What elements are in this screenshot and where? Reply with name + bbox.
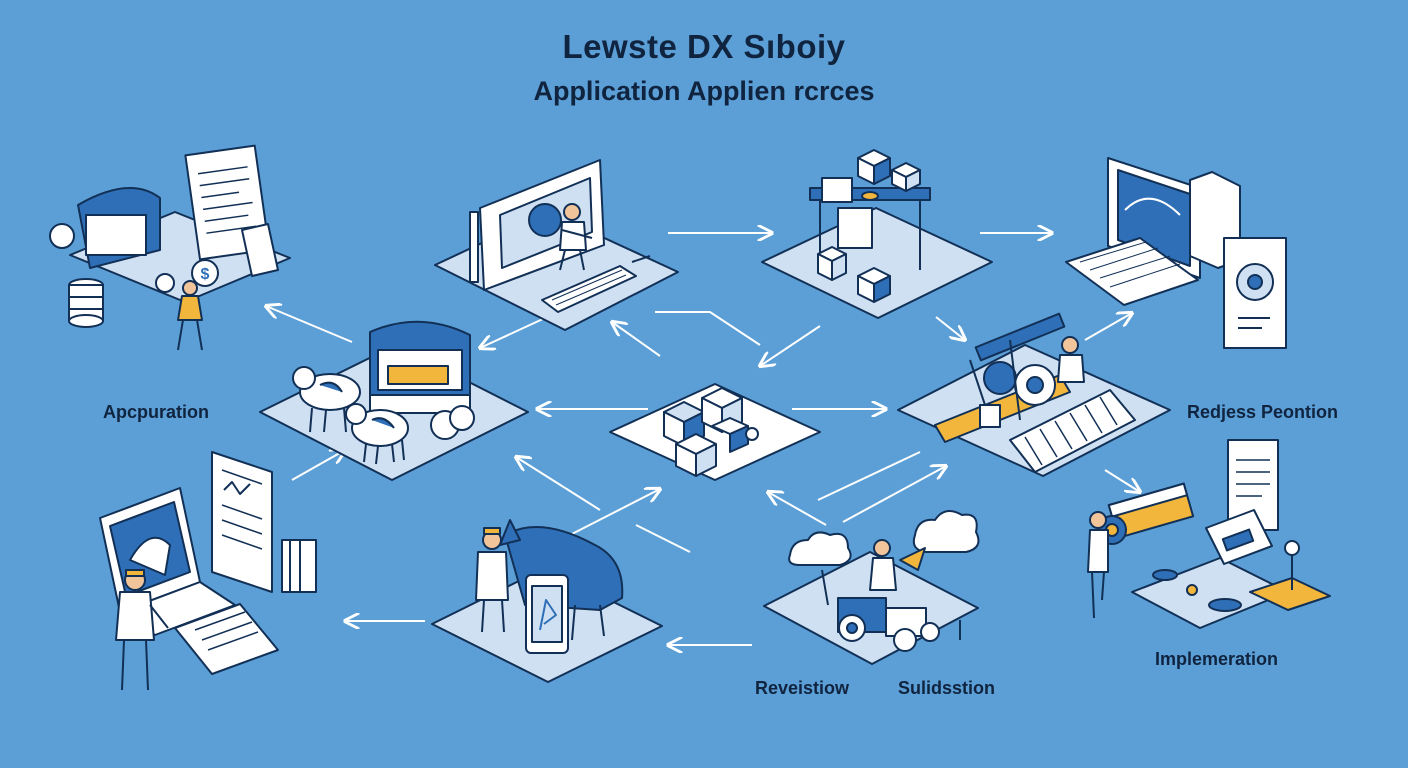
arrow-to-roller <box>1104 469 1140 492</box>
title-block: Lewste DX Sıboiy Application Applien rcr… <box>0 0 1408 120</box>
page-title: Lewste DX Sıboiy <box>562 28 846 65</box>
node-document-station: $ <box>49 144 291 351</box>
node-cow-mobile <box>431 519 663 683</box>
label-bottom-mid-left: Reveistiow <box>755 678 850 698</box>
document-payment-icon: $ <box>49 144 291 351</box>
arrow-zigzag <box>760 325 821 366</box>
roller-icon <box>1087 439 1331 629</box>
page-subtitle: Application Applien rcrces <box>533 76 875 106</box>
node-industrial-roller <box>1087 439 1331 629</box>
arrow-to-workstation <box>612 322 661 357</box>
monitor-icon <box>1065 157 1287 349</box>
node-modular-boxes <box>761 149 993 319</box>
arrow-to-hub-lower-left <box>569 489 660 536</box>
label-bottom-mid-right: Sulidsstion <box>898 678 996 698</box>
arrow-to-document-station <box>266 306 353 343</box>
arrow-boxes-to-machinery <box>935 316 965 340</box>
line-lower-flat <box>635 524 691 553</box>
boxes-icon <box>761 149 993 319</box>
zigzag-line <box>655 311 761 346</box>
node-central-hub <box>609 383 821 481</box>
label-left: Apcpuration <box>103 402 209 422</box>
arrow-machinery-to-monitor <box>1084 313 1132 341</box>
label-bottom-right: Implemeration <box>1155 649 1279 669</box>
svg-text:$: $ <box>201 266 210 283</box>
hub-boxes-icon <box>609 383 821 481</box>
arrow-to-machinery-lower <box>842 466 946 523</box>
node-machinery <box>897 312 1171 477</box>
connectors <box>266 233 1140 645</box>
cow-phone-icon <box>431 519 663 683</box>
node-desktop-monitor <box>1065 157 1287 349</box>
node-computer-workstation <box>434 159 679 331</box>
machinery-icon <box>897 312 1171 477</box>
arrow-to-hub-lower-right <box>768 492 827 526</box>
laptop-docs-icon <box>99 451 317 691</box>
workstation-icon <box>434 159 679 331</box>
node-livestock-cart <box>259 320 529 481</box>
node-vehicle-clouds <box>763 510 980 665</box>
line-lower-diagonal <box>817 451 921 501</box>
node-laptop-documents <box>99 451 317 691</box>
cow-cart-icon <box>259 320 529 481</box>
arrow-to-livestock-top <box>480 317 546 348</box>
arrow-laptop-to-livestock <box>291 450 345 481</box>
arrow-to-livestock-lower <box>516 457 601 511</box>
tractor-clouds-icon <box>763 510 980 665</box>
label-right: Redjess Peontion <box>1187 402 1339 422</box>
